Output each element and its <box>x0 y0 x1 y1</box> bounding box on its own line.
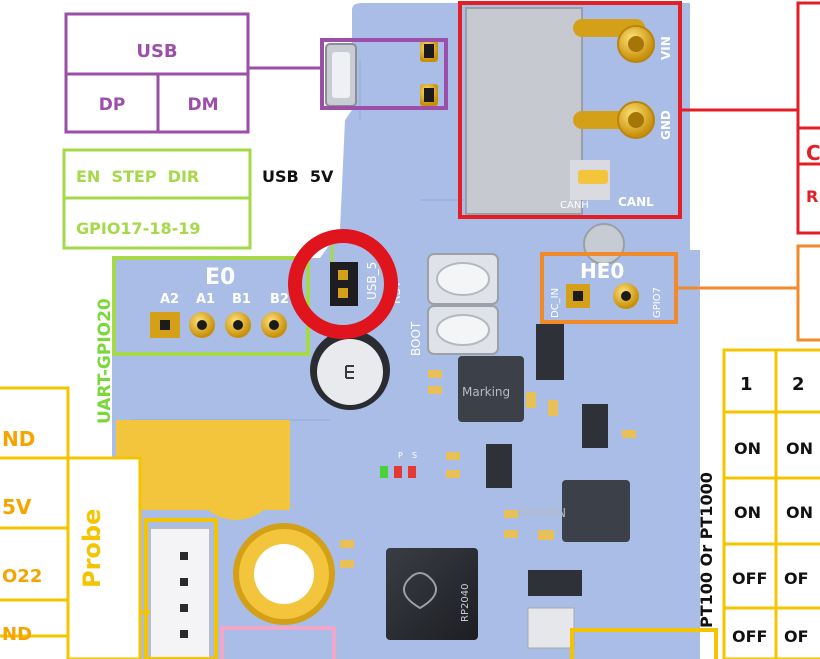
buzzer <box>310 330 390 410</box>
usb-title: USB <box>136 41 177 62</box>
usb-connector <box>325 40 438 107</box>
rp2040-silk: RP2040 <box>460 584 471 622</box>
small-ics <box>486 324 608 649</box>
dc-in-silk: DC_IN <box>550 288 561 318</box>
left-pin-boxes <box>0 386 218 659</box>
e0-pin-b1: B1 <box>232 292 251 307</box>
e0-header <box>150 312 287 338</box>
usb-dp: DP <box>99 95 126 115</box>
usb5v-jumper <box>330 262 358 306</box>
boot-button <box>427 305 499 355</box>
led-s-silk: S <box>412 451 417 460</box>
he0-silk: HE0 <box>580 259 624 283</box>
dip-cell: ON <box>786 439 813 458</box>
boot-silk: BOOT <box>409 321 423 356</box>
e0-pin-a1: A1 <box>196 292 215 307</box>
usb-dm: DM <box>187 95 218 115</box>
dip-cell: ON <box>786 503 813 522</box>
right-partial-r: R <box>806 187 818 206</box>
marking-silk-2: Marking <box>518 505 566 519</box>
led-p-silk: P <box>398 451 403 460</box>
dip-header-2: 2 <box>792 374 805 395</box>
rst-button <box>427 253 499 305</box>
gpio7-silk: GPIO7 <box>652 287 663 318</box>
he0-annotation-box <box>540 244 820 342</box>
probe-label: Probe <box>78 509 106 588</box>
usb-annotation-box <box>64 12 448 134</box>
e0-pin-b2: B2 <box>270 292 289 307</box>
canl-silk: CANL <box>618 195 654 209</box>
inductor-bottom <box>562 480 630 542</box>
usb5-silk: USB_5 <box>365 262 379 300</box>
inductor-top <box>458 356 524 422</box>
e0-pin-labels: A2 A1 B1 B2 <box>160 292 289 307</box>
left-label-3: O22 <box>2 566 42 587</box>
left-label-2: 5V <box>2 495 32 519</box>
probe-connector <box>149 527 211 659</box>
smd-components <box>340 370 636 568</box>
marking-silk-1: Marking <box>462 385 510 399</box>
status-leds <box>380 466 416 478</box>
mounting-hole <box>233 523 335 625</box>
left-label-1: ND <box>2 427 35 451</box>
right-partial-c: C <box>806 141 820 165</box>
motor-signals: EN STEP DIR <box>76 167 199 186</box>
gnd-silk: GND <box>659 110 673 140</box>
probe-pad-area <box>116 420 290 520</box>
usb5v-label: USB 5V <box>262 167 334 186</box>
dip-cell: OFF <box>732 569 767 588</box>
highlight-ring <box>288 229 398 339</box>
dip-cell: OF <box>784 569 809 588</box>
dip-table <box>220 348 820 659</box>
power-annotation-box <box>458 1 820 235</box>
dip-cell: ON <box>734 439 761 458</box>
uart-gpio20-label: UART-GPIO20 <box>95 298 115 424</box>
e0-title: E0 <box>205 265 235 290</box>
dip-header-1: 1 <box>740 374 753 395</box>
e0-pin-a2: A2 <box>160 292 179 307</box>
motor-gpio: GPIO17-18-19 <box>76 219 201 238</box>
left-label-4: ND <box>2 624 32 645</box>
pt-label: PT100 Or PT1000 <box>697 472 716 628</box>
dip-cell: ON <box>734 503 761 522</box>
vin-silk: VIN <box>659 36 673 60</box>
rp2040-chip <box>386 548 478 640</box>
power-connector <box>465 7 655 215</box>
canh-silk: CANH <box>560 200 589 211</box>
dip-cell: OFF <box>732 627 767 646</box>
dip-cell: OF <box>784 627 809 646</box>
dip-table-text: 1 2 ON ON ON ON OFF OF OFF OF <box>732 374 813 646</box>
